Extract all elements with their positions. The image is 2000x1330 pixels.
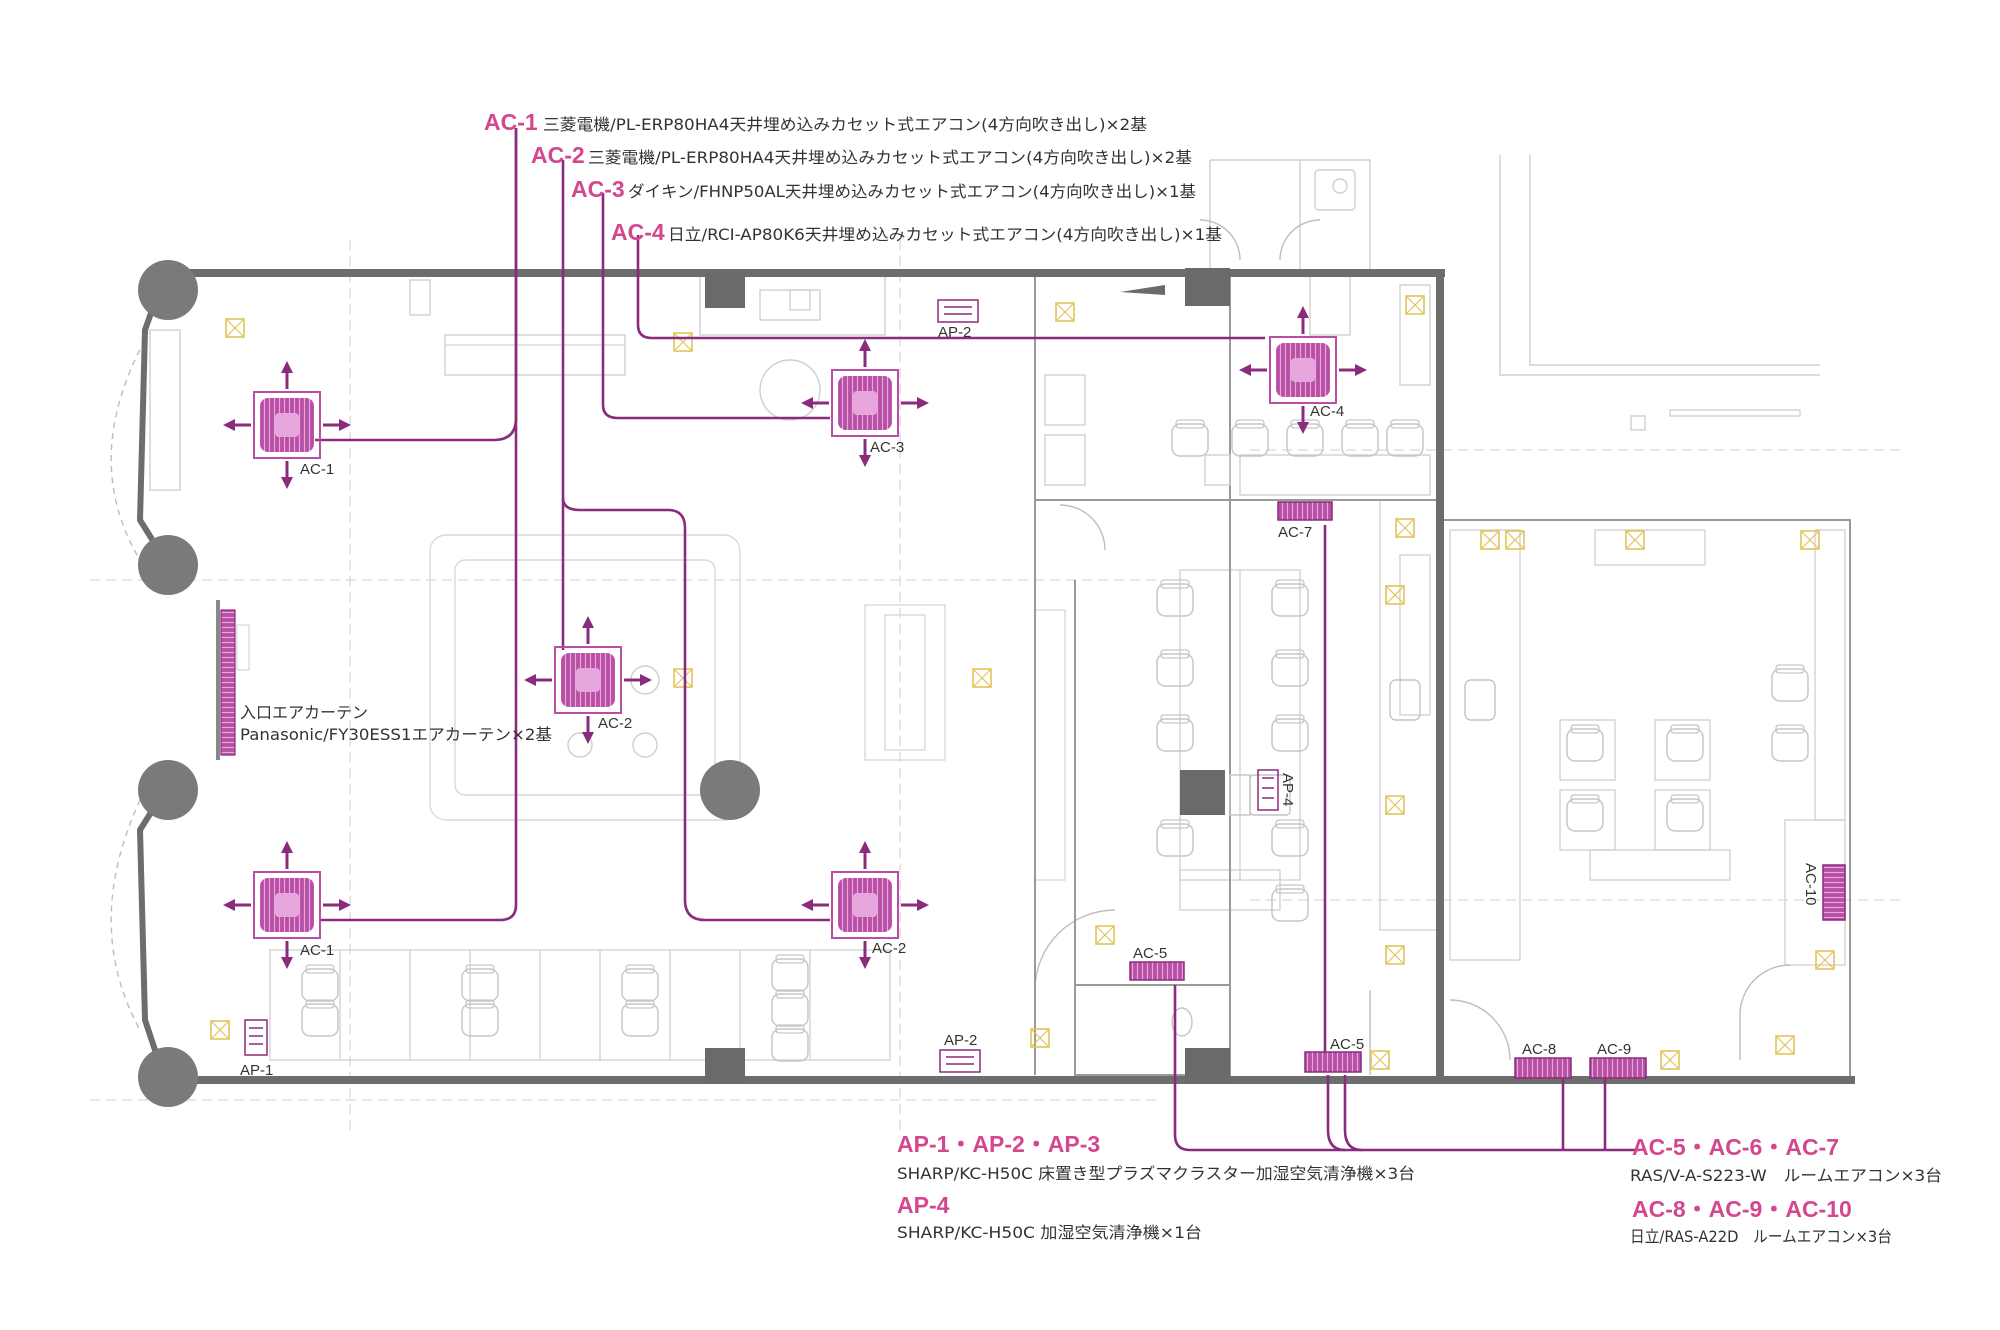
legend-ap123-code: AP-1・AP-2・AP-3 <box>897 1131 1100 1157</box>
ap4-unit <box>1257 769 1279 811</box>
label-ac1-top: AC-1 <box>300 461 334 478</box>
ac2-bottom-unit <box>801 841 929 969</box>
ac1-top-unit <box>223 361 351 489</box>
label-ac8: AC-8 <box>1522 1041 1556 1058</box>
label-ap2-bottom: AP-2 <box>944 1032 977 1049</box>
ac2-center-unit <box>524 616 652 744</box>
walls <box>136 269 1855 1084</box>
legend-ac567-code: AC-5・AC-6・AC-7 <box>1632 1134 1839 1160</box>
label-ac5-right: AC-5 <box>1330 1036 1364 1053</box>
legend-ac1-desc: 三菱電機/PL-ERP80HA4天井埋め込みカセット式エアコン(4方向吹き出し)… <box>543 115 1147 134</box>
ac8-unit <box>1514 1057 1572 1079</box>
legend-ac3-code: AC-3 <box>571 176 625 202</box>
ac9-unit <box>1589 1057 1647 1079</box>
label-ac10: AC-10 <box>1802 863 1819 906</box>
plan-background <box>90 155 1900 1130</box>
label-ap4: AP-4 <box>1279 773 1296 806</box>
legend-ap4-desc: SHARP/KC-H50C 加湿空気清浄機×1台 <box>897 1223 1202 1242</box>
legend-ac1-code: AC-1 <box>484 109 538 135</box>
legend-ap123-desc: SHARP/KC-H50C 床置き型プラズマクラスター加湿空気清浄機×3台 <box>897 1164 1415 1183</box>
legend-bottom: AP-1・AP-2・AP-3 SHARP/KC-H50C 床置き型プラズマクラス… <box>897 1131 1942 1246</box>
label-ap2-top: AP-2 <box>938 324 971 341</box>
label-ac3: AC-3 <box>870 439 904 456</box>
structural-columns <box>138 260 760 1107</box>
label-ac2-bottom: AC-2 <box>872 940 906 957</box>
label-ac5-left: AC-5 <box>1133 945 1167 962</box>
air-curtain-annotation: 入口エアカーテン Panasonic/FY30ESS1エアカーテン×2基 <box>240 703 552 744</box>
legend-ac4-code: AC-4 <box>611 219 665 245</box>
refrigerant-pipes <box>315 128 1640 1152</box>
ac1-bottom-unit <box>223 841 351 969</box>
unit-labels: AC-1 AC-1 AC-2 AC-2 AC-3 AC-4 AC-5 AC-5 … <box>240 324 1819 1079</box>
air-curtain-line1: 入口エアカーテン <box>240 703 368 722</box>
ac7-unit <box>1277 501 1333 521</box>
ac5-left-unit <box>1129 961 1185 981</box>
label-ac9: AC-9 <box>1597 1041 1631 1058</box>
ac10-unit <box>1822 864 1846 921</box>
label-ap1: AP-1 <box>240 1062 273 1079</box>
label-ac1-bottom: AC-1 <box>300 942 334 959</box>
label-ac7: AC-7 <box>1278 524 1312 541</box>
ac3-unit <box>801 339 929 467</box>
ap2-bottom-unit <box>939 1049 981 1073</box>
ac5-right-unit <box>1304 1051 1362 1073</box>
wall-blocks <box>705 268 1230 1084</box>
legend-top: AC-1 三菱電機/PL-ERP80HA4天井埋め込みカセット式エアコン(4方向… <box>484 109 1222 245</box>
legend-ac8910-code: AC-8・AC-9・AC-10 <box>1632 1196 1852 1222</box>
ap1-unit <box>244 1019 268 1056</box>
legend-ac2-code: AC-2 <box>531 142 585 168</box>
room-units <box>244 299 1846 1079</box>
label-ac2-center: AC-2 <box>598 715 632 732</box>
label-ac4: AC-4 <box>1310 403 1344 420</box>
legend-ac4-desc: 日立/RCI-AP80K6天井埋め込みカセット式エアコン(4方向吹き出し)×1基 <box>668 225 1222 244</box>
legend-ap4-code: AP-4 <box>897 1192 950 1218</box>
ac4-unit <box>1239 306 1367 434</box>
air-curtain-line2: Panasonic/FY30ESS1エアカーテン×2基 <box>240 725 552 744</box>
legend-ac3-desc: ダイキン/FHNP50AL天井埋め込みカセット式エアコン(4方向吹き出し)×1基 <box>628 182 1196 201</box>
air-curtain-unit <box>220 609 250 756</box>
cassette-units <box>223 306 1367 969</box>
ap2-top-unit <box>937 299 979 323</box>
legend-ac2-desc: 三菱電機/PL-ERP80HA4天井埋め込みカセット式エアコン(4方向吹き出し)… <box>588 148 1192 167</box>
legend-ac567-desc: RAS/V-A-S223-W ルームエアコン×3台 <box>1630 1166 1942 1185</box>
legend-ac8910-desc: 日立/RAS-A22D ルームエアコン×3台 <box>1630 1227 1892 1246</box>
